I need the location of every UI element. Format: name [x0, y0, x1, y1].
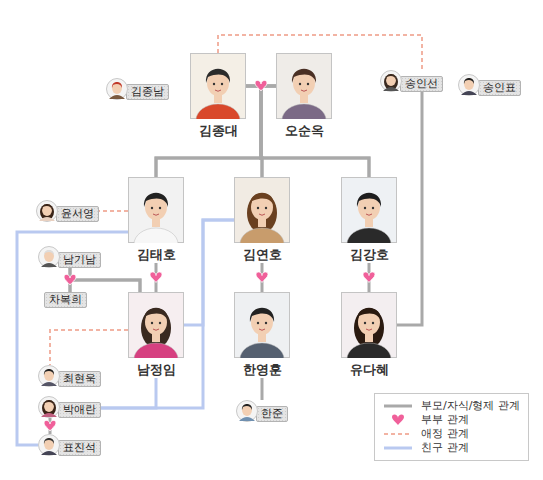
portrait-photo	[128, 177, 184, 243]
relation-line	[397, 92, 422, 325]
marriage-heart	[64, 274, 76, 285]
legend-sample	[381, 441, 415, 455]
character-tag: 윤서영	[36, 200, 99, 222]
name-tag: 송인표	[478, 80, 521, 96]
marriage-heart	[255, 80, 267, 91]
character-tag: 표진석	[38, 434, 101, 456]
relation-line	[99, 210, 128, 212]
portrait-photo	[234, 177, 290, 243]
relation-line	[156, 86, 276, 177]
portrait-photo	[128, 292, 184, 358]
relation-line	[70, 280, 140, 292]
portrait-photo	[276, 53, 332, 119]
character-name: 김연호	[243, 247, 282, 263]
character-card: 김강호	[341, 177, 397, 263]
character-name: 유다혜	[350, 362, 389, 378]
legend-sample	[381, 399, 415, 413]
relation-line	[50, 330, 128, 365]
relation-line	[261, 86, 276, 177]
character-name: 한영훈	[243, 362, 282, 378]
avatar-icon	[380, 70, 402, 92]
character-card: 오순옥	[276, 53, 332, 139]
relation-line	[70, 268, 140, 292]
avatar-icon	[236, 400, 258, 422]
avatar-icon	[38, 365, 60, 387]
legend-sample	[381, 413, 415, 427]
name-tag: 남기남	[58, 252, 101, 268]
avatar-icon	[106, 78, 128, 100]
relation-line	[101, 378, 156, 408]
relation-line	[101, 220, 234, 408]
character-card: 한영훈	[234, 292, 290, 378]
character-tag: 최현욱	[38, 365, 101, 387]
relation-line	[261, 378, 264, 400]
character-name: 오순옥	[285, 123, 324, 139]
relation-line	[246, 86, 369, 177]
relation-line	[17, 232, 128, 445]
name-tag: 차복희	[44, 292, 87, 308]
legend-box: 부모/자식/형제 관계부부 관계애정 관계친구 관계	[374, 393, 529, 461]
character-name: 김강호	[350, 247, 389, 263]
character-card: 김태호	[128, 177, 184, 263]
legend-label: 친구 관계	[421, 441, 469, 455]
character-card: 남정임	[128, 292, 184, 378]
name-tag: 송인선	[400, 76, 443, 92]
legend-row: 부모/자식/형제 관계	[381, 399, 520, 413]
legend-label: 부부 관계	[421, 413, 469, 427]
character-tag: 송인선	[380, 70, 443, 92]
character-name: 김종대	[199, 123, 238, 139]
avatar-icon	[36, 200, 58, 222]
avatar-icon	[38, 434, 60, 456]
marriage-heart	[256, 272, 268, 283]
character-tag: 한준	[236, 400, 288, 422]
character-tag: 박애란	[38, 396, 101, 418]
portrait-photo	[234, 292, 290, 358]
character-card: 유다혜	[341, 292, 397, 378]
character-tag: 남기남	[38, 246, 101, 268]
character-name: 김태호	[137, 247, 176, 263]
name-tag: 박애란	[58, 402, 101, 418]
marriage-heart	[44, 420, 56, 431]
name-tag: 윤서영	[56, 206, 99, 222]
legend-label: 애정 관계	[421, 427, 469, 441]
name-tag: 한준	[256, 406, 288, 422]
legend-sample	[381, 427, 415, 441]
legend-row: 부부 관계	[381, 413, 520, 427]
avatar-icon	[38, 396, 60, 418]
portrait-photo	[190, 53, 246, 119]
name-tag: 최현욱	[58, 371, 101, 387]
legend-row: 애정 관계	[381, 427, 520, 441]
relation-line	[184, 220, 234, 325]
name-tag: 표진석	[58, 440, 101, 456]
character-card: 김종대	[190, 53, 246, 139]
legend-label: 부모/자식/형제 관계	[421, 399, 520, 413]
avatar-icon	[38, 246, 60, 268]
portrait-photo	[341, 177, 397, 243]
character-tag: 차복희	[44, 292, 87, 308]
marriage-heart	[150, 272, 162, 283]
marriage-heart	[363, 272, 375, 283]
character-tag: 김종남	[106, 78, 169, 100]
character-tag: 송인표	[458, 74, 521, 96]
character-name: 남정임	[137, 362, 176, 378]
portrait-photo	[341, 292, 397, 358]
avatar-icon	[458, 74, 480, 96]
character-card: 김연호	[234, 177, 290, 263]
name-tag: 김종남	[126, 84, 169, 100]
legend-row: 친구 관계	[381, 441, 520, 455]
